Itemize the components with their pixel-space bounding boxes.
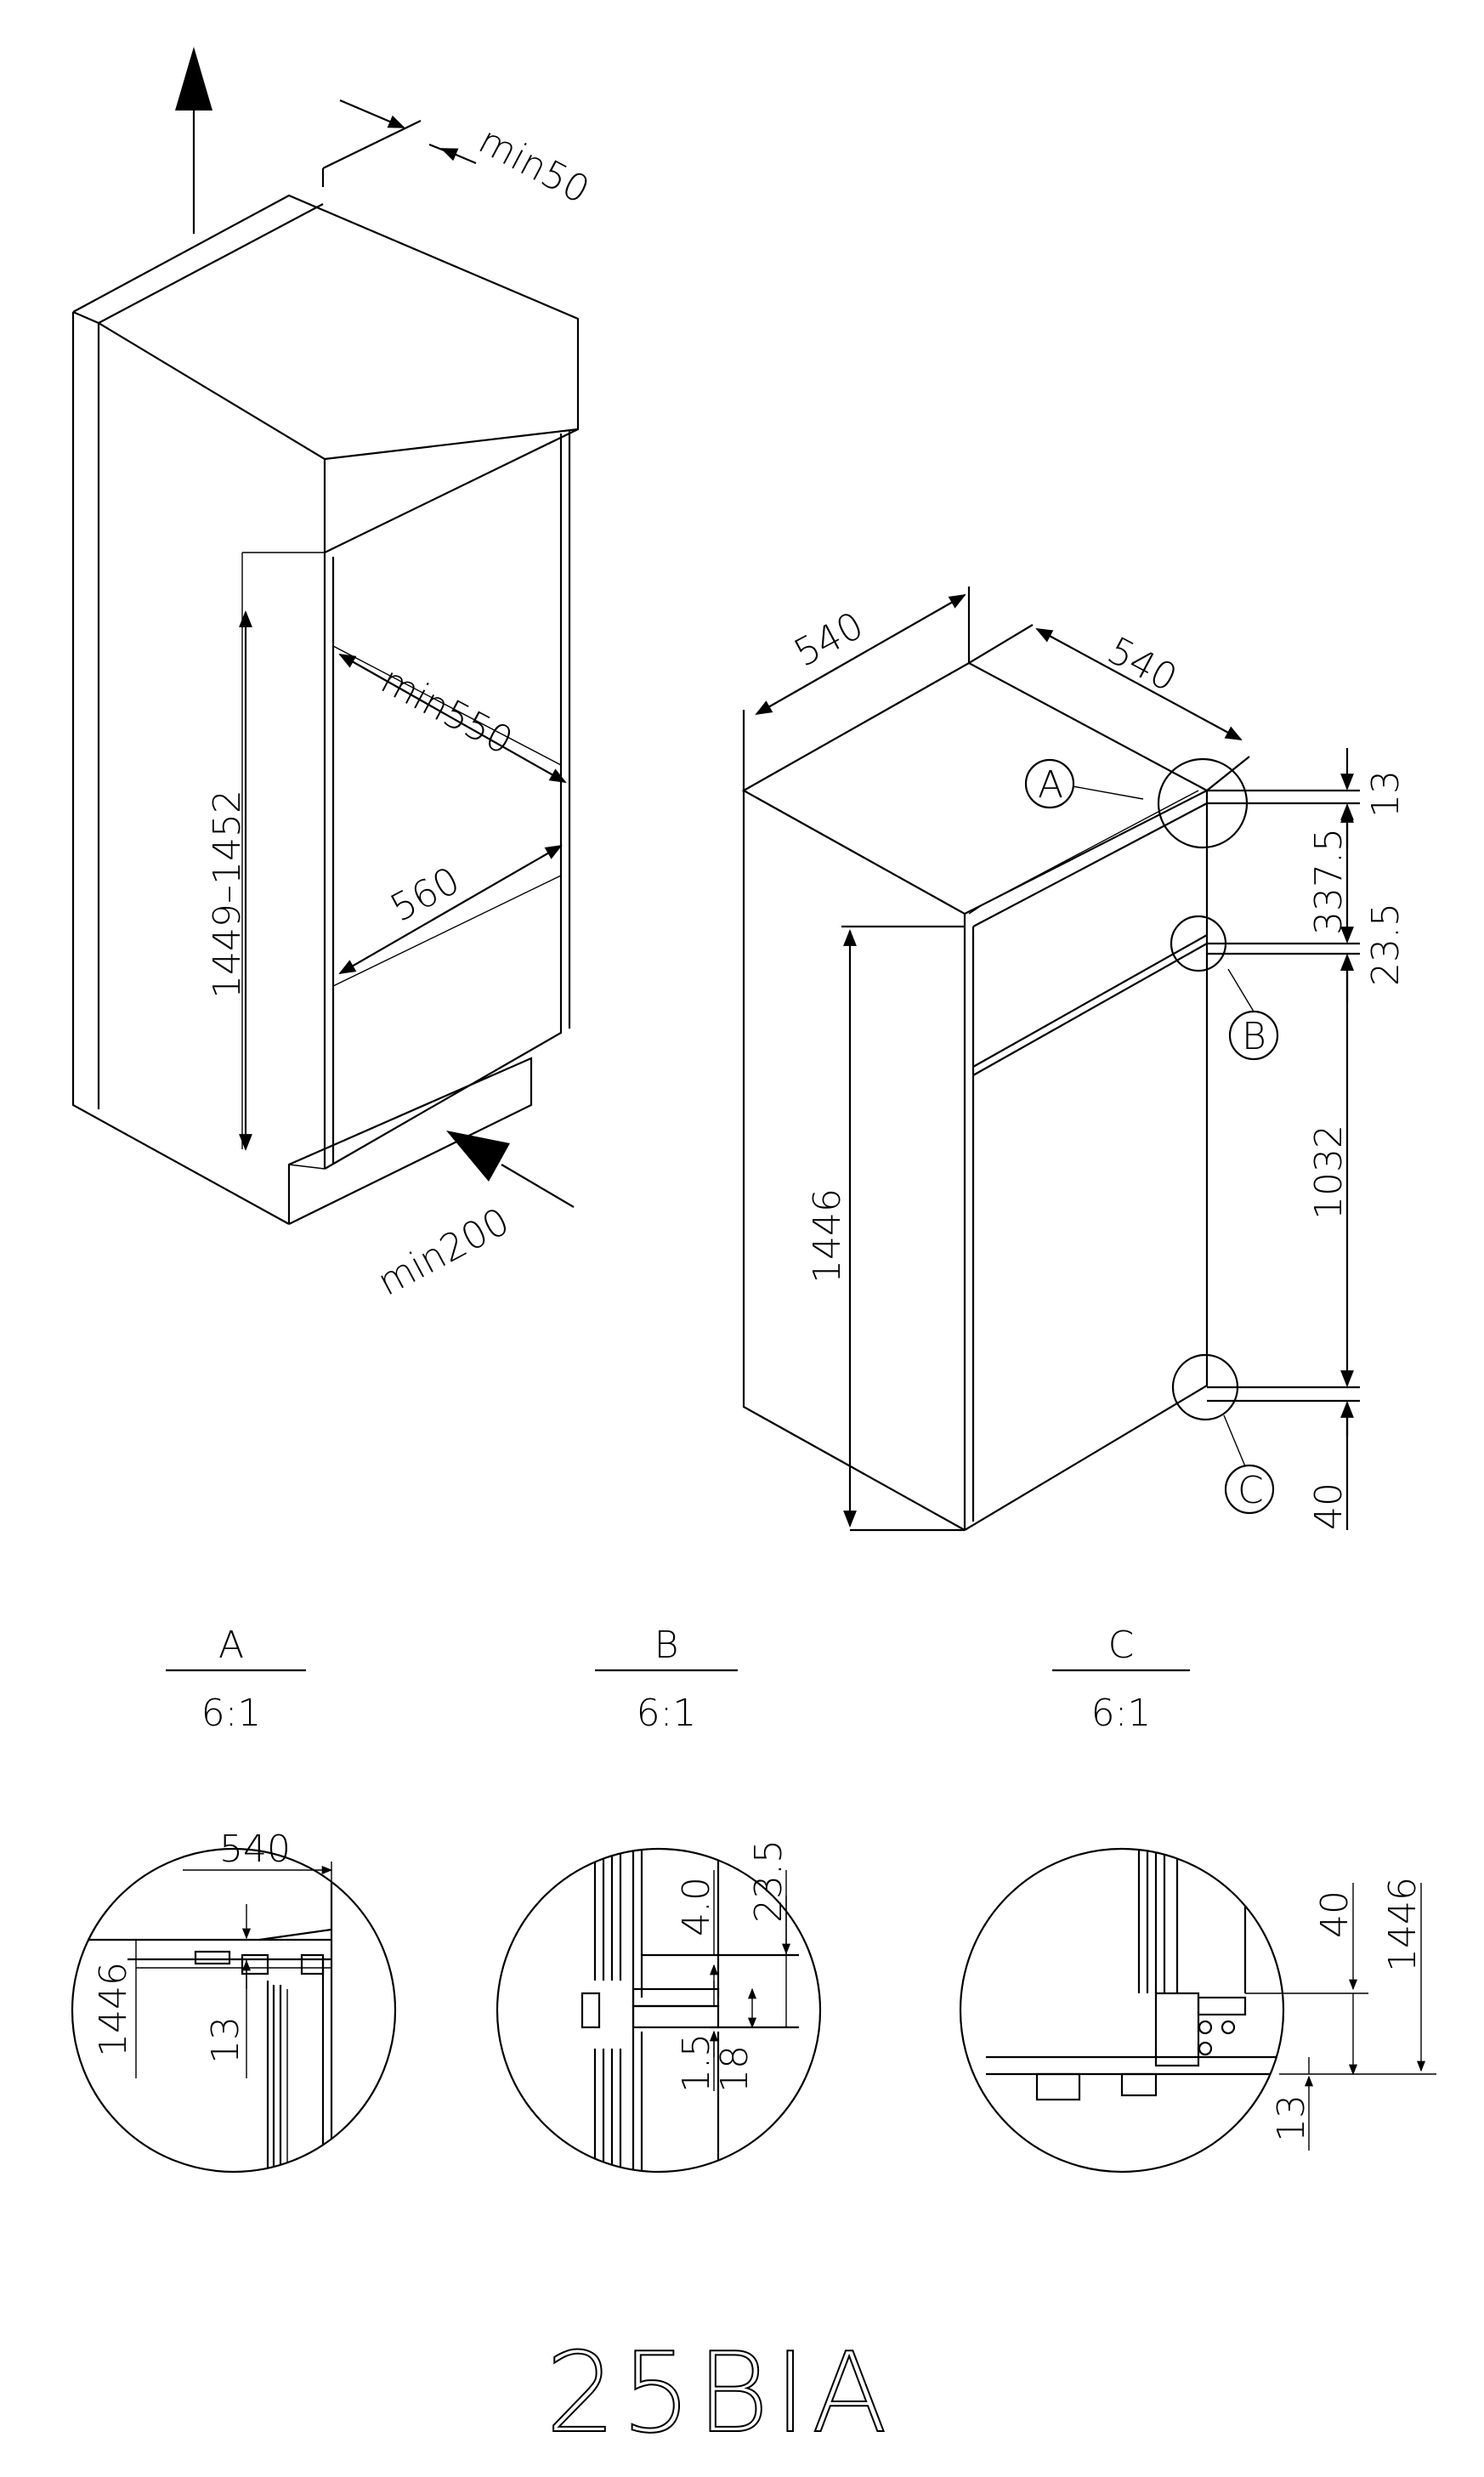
callout-c-bubble: [1224, 1464, 1275, 1515]
niche-drawing: [71, 47, 580, 1225]
label-right-dim-40: 40: [1307, 1482, 1351, 1530]
label-right-dim-337-5: 337.5: [1307, 828, 1351, 935]
label-top-clearance: min50: [472, 119, 597, 213]
detail-b-dim-1-5: 1.5: [675, 2033, 718, 2093]
label-right-dim-23-5: 23.5: [1364, 903, 1408, 986]
vent-arrow-icon: [446, 1131, 510, 1182]
detail-b-letter: B: [654, 1624, 679, 1667]
label-niche-depth: min550: [374, 659, 519, 763]
detail-c-dim-40: 40: [1313, 1890, 1357, 1938]
detail-a-dim-540: 540: [219, 1828, 291, 1871]
label-right-dim-1032: 1032: [1307, 1125, 1351, 1220]
label-niche-height: 1449–1452: [206, 790, 249, 999]
callout-c-letter: C: [1238, 1469, 1264, 1512]
label-vent-opening: min200: [371, 1199, 516, 1304]
model-name: 25BIA: [546, 2328, 892, 2457]
callout-a-letter: A: [1038, 763, 1063, 807]
appliance-drawing: [741, 587, 1360, 1532]
label-right-dim-13: 13: [1364, 770, 1408, 818]
detail-a-dim-13: 13: [204, 2016, 247, 2064]
callout-b-letter: B: [1242, 1015, 1266, 1058]
detail-c-drawing: [959, 1847, 1436, 2174]
label-appliance-depth: 540: [1101, 629, 1184, 700]
detail-c-dim-1446: 1446: [1381, 1877, 1425, 1972]
detail-a-scale: 6:1: [201, 1692, 262, 1735]
detail-a-letter: A: [218, 1624, 244, 1667]
detail-a-drawing: [71, 1847, 397, 2174]
up-arrow-icon: [175, 47, 212, 111]
label-niche-width: 560: [383, 859, 467, 930]
detail-b-dim-23-5: 23.5: [747, 1839, 790, 1923]
detail-b-dim-4-0: 4.0: [675, 1877, 718, 1936]
detail-b-dim-18: 18: [713, 2045, 756, 2093]
callout-a-bubble: [1024, 758, 1075, 809]
label-appliance-height: 1446: [806, 1188, 849, 1284]
detail-b-drawing: [496, 1847, 822, 2174]
detail-c-scale: 6:1: [1091, 1692, 1152, 1735]
detail-a-dim-1446: 1446: [92, 1962, 135, 2057]
detail-b-scale: 6:1: [637, 1692, 697, 1735]
detail-c-letter: C: [1108, 1624, 1135, 1667]
detail-c-dim-13: 13: [1270, 2094, 1313, 2142]
label-appliance-width: 540: [787, 604, 870, 675]
